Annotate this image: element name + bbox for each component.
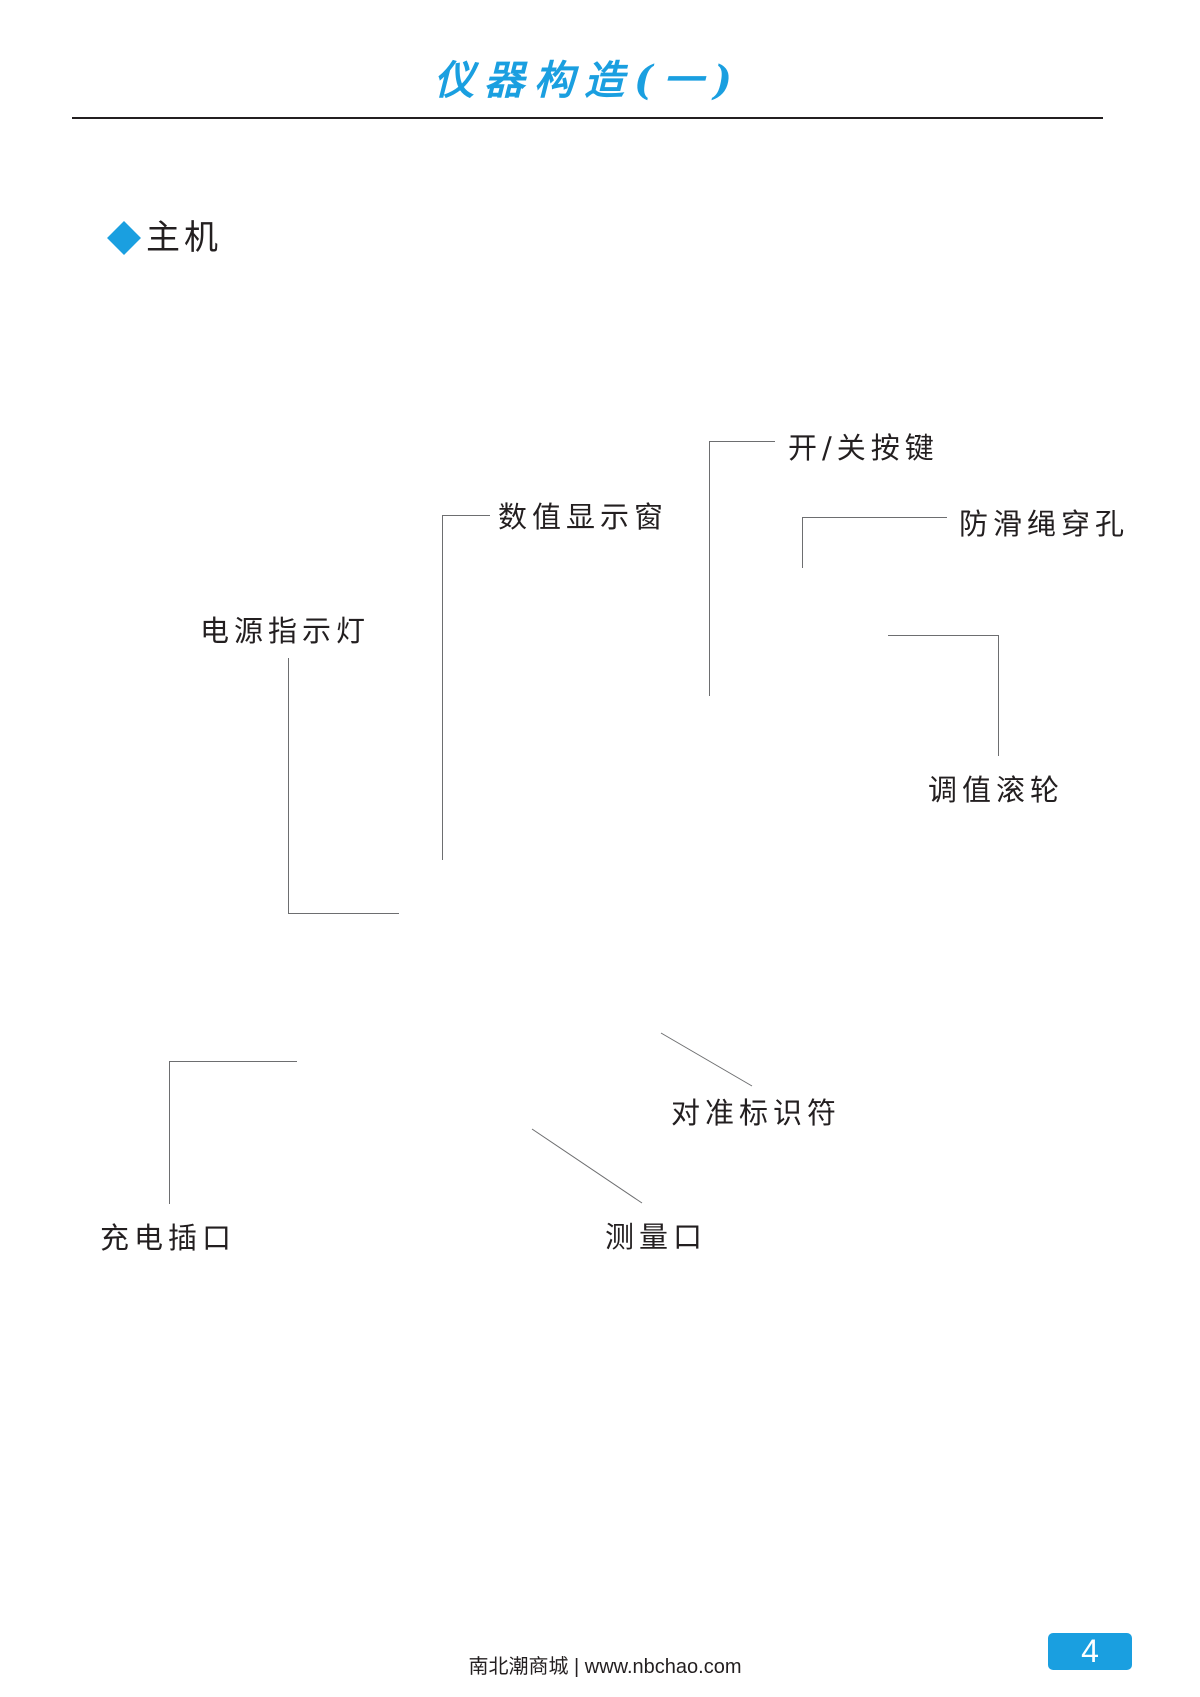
leader-line-charging-port-v <box>169 1061 170 1204</box>
leader-line-power-switch-v <box>709 441 710 696</box>
leader-line-charging-port-h <box>169 1061 297 1062</box>
page-title: 仪器构造(一) <box>434 57 742 104</box>
leader-line-lanyard-hole-h <box>802 517 947 518</box>
callout-measuring-port: 测量口 <box>605 1220 708 1254</box>
callout-display-window: 数值显示窗 <box>498 500 669 534</box>
callout-alignment-mark: 对准标识符 <box>671 1096 842 1130</box>
section-label: 主机 <box>146 218 222 258</box>
section-heading: 主机 <box>106 216 222 260</box>
callout-power-indicator: 电源指示灯 <box>200 614 371 648</box>
callout-adjust-wheel: 调值滚轮 <box>928 773 1065 807</box>
callout-charging-port: 充电插口 <box>100 1221 237 1255</box>
callout-lanyard-hole: 防滑绳穿孔 <box>959 507 1130 541</box>
leader-line-alignment-mark <box>660 1032 753 1087</box>
title-divider <box>72 117 1103 119</box>
callout-power-switch: 开/关按键 <box>788 431 939 465</box>
leader-line-lanyard-hole-v <box>802 517 803 568</box>
page-number-badge: 4 <box>1048 1633 1132 1670</box>
leader-line-adjust-wheel-v <box>998 635 999 756</box>
footer-text: 南北潮商城 | www.nbchao.com <box>468 1656 742 1678</box>
diamond-bullet-icon <box>107 221 141 255</box>
leader-line-power-indicator-v <box>288 658 289 913</box>
leader-line-display-window-v <box>442 515 443 860</box>
leader-line-power-switch-h <box>709 441 775 442</box>
leader-line-measuring-port <box>531 1128 643 1204</box>
leader-line-display-window-h <box>442 515 490 516</box>
leader-line-adjust-wheel-h <box>888 635 998 636</box>
leader-line-power-indicator-h <box>288 913 399 914</box>
